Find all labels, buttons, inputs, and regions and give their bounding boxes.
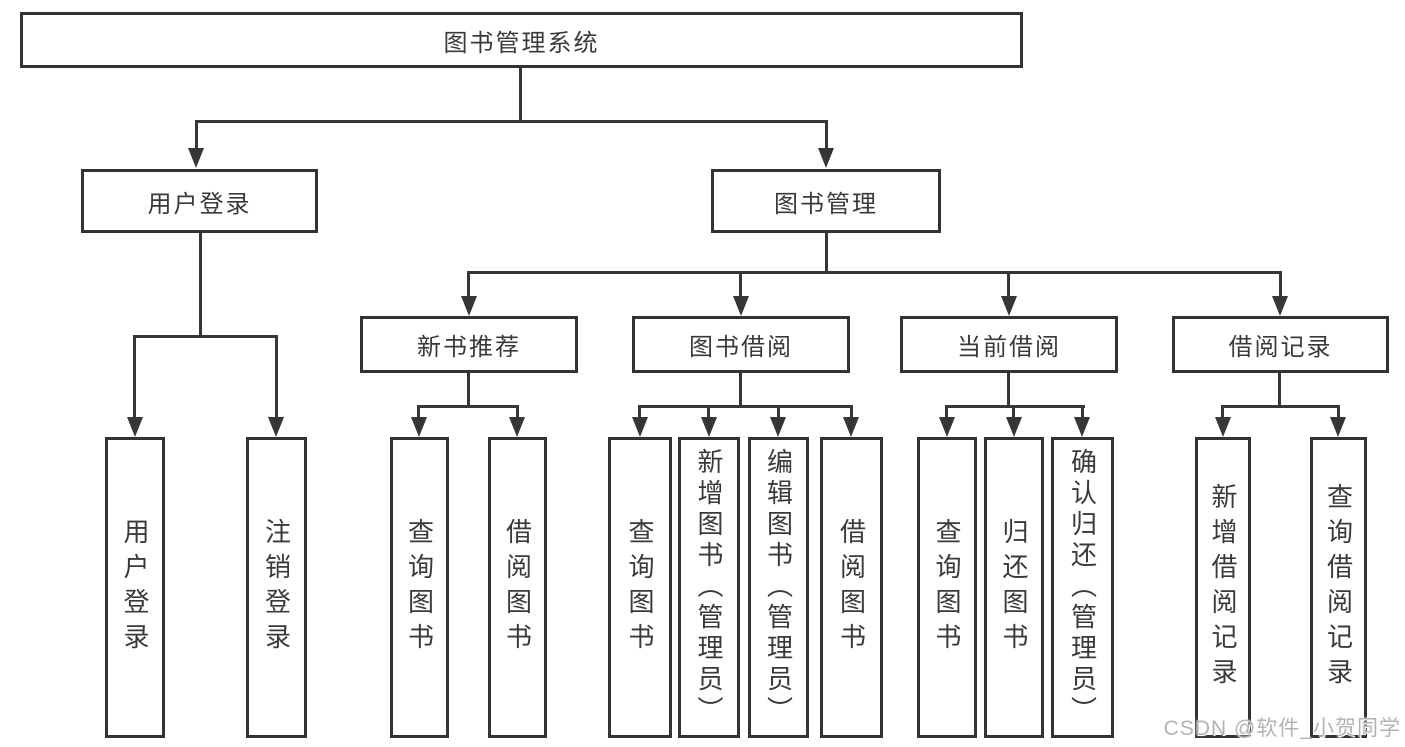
connector-arrowhead (939, 417, 955, 437)
node-return-books: 归还图书 (984, 437, 1044, 738)
node-label: 新增图书（管理员） (694, 448, 724, 727)
node-label: 图书借阅 (689, 334, 793, 361)
node-label: 当前借阅 (957, 334, 1061, 361)
node-label: 借阅记录 (1228, 334, 1333, 361)
connector-line (1012, 405, 1015, 419)
connector-arrowhead (188, 148, 204, 168)
connector-arrowhead (1006, 417, 1022, 437)
connector-line (739, 373, 742, 408)
connector-line (638, 405, 641, 419)
connector-line (850, 405, 853, 419)
connector-arrowhead (770, 417, 786, 437)
node-edit-books-admin: 编辑图书（管理员） (748, 437, 809, 738)
node-new-book-recommendation: 新书推荐 (360, 316, 578, 373)
connector-line (1081, 405, 1084, 419)
connector-line (417, 405, 519, 408)
connector-arrowhead (632, 417, 648, 437)
connector-line (638, 405, 853, 408)
connector-line (1007, 271, 1010, 298)
connector-arrowhead (1272, 296, 1288, 316)
connector-line (519, 68, 522, 123)
connector-arrowhead (127, 417, 143, 437)
connector-line (195, 120, 828, 123)
node-label: 用户登录 (147, 190, 252, 218)
connector-arrowhead (843, 417, 859, 437)
node-label: 查询图书 (932, 517, 962, 658)
connector-line (1221, 405, 1340, 408)
connector-line (467, 271, 470, 298)
node-book-borrowing: 图书借阅 (632, 316, 850, 373)
connector-arrowhead (701, 417, 717, 437)
node-label: 借阅图书 (836, 517, 867, 658)
watermark-text: CSDN @软件_小贺同学 (1163, 717, 1401, 740)
connector-line (1221, 405, 1224, 419)
node-label: 用户登录 (120, 517, 150, 658)
node-label: 图书管理 (774, 190, 878, 218)
node-library-management-system: 图书管理系统 (20, 12, 1023, 68)
connector-line (1279, 271, 1282, 298)
connector-line (275, 335, 278, 419)
connector-arrowhead (268, 417, 284, 437)
node-current-borrowing: 当前借阅 (900, 316, 1118, 373)
connector-line (825, 233, 828, 274)
node-borrow-books-borrowing: 借阅图书 (820, 437, 883, 738)
node-user-login: 用户登录 (105, 437, 165, 738)
node-label: 图书管理系统 (443, 29, 600, 57)
connector-arrowhead (1001, 296, 1017, 316)
connector-line (467, 271, 1282, 274)
connector-line (739, 271, 742, 298)
node-user-login-module: 用户登录 (81, 169, 318, 233)
connector-line (417, 405, 420, 419)
node-query-borrow-record: 查询借阅记录 (1310, 437, 1367, 738)
node-book-management: 图书管理 (711, 169, 941, 233)
connector-line (133, 335, 136, 419)
node-query-books-current: 查询图书 (917, 437, 977, 738)
node-label: 查询借阅记录 (1323, 482, 1354, 693)
node-label: 查询图书 (404, 517, 435, 658)
node-query-books-recommend: 查询图书 (390, 437, 449, 738)
connector-line (199, 233, 202, 338)
connector-line (945, 405, 948, 419)
node-add-borrow-record: 新增借阅记录 (1195, 437, 1251, 738)
node-label: 查询图书 (625, 517, 655, 658)
node-query-books-borrowing: 查询图书 (608, 437, 672, 738)
connector-line (777, 405, 780, 419)
connector-line (825, 120, 828, 150)
connector-line (467, 373, 470, 408)
node-label: 编辑图书（管理员） (763, 448, 794, 727)
connector-line (1007, 373, 1010, 408)
node-borrow-books-recommend: 借阅图书 (488, 437, 547, 738)
connector-arrowhead (411, 417, 427, 437)
connector-line (195, 120, 198, 150)
connector-arrowhead (1330, 417, 1346, 437)
connector-line (1337, 405, 1340, 419)
node-borrowing-records: 借阅记录 (1172, 316, 1389, 373)
connector-arrowhead (1215, 417, 1231, 437)
connector-arrowhead (461, 296, 477, 316)
connector-line (945, 405, 1085, 408)
node-label: 确认归还（管理员） (1067, 448, 1098, 727)
node-label: 注销登录 (261, 517, 292, 658)
connector-line (707, 405, 710, 419)
node-confirm-return-admin: 确认归还（管理员） (1051, 437, 1114, 738)
node-add-books-admin: 新增图书（管理员） (678, 437, 740, 738)
connector-arrowhead (818, 148, 834, 168)
connector-line (133, 335, 278, 338)
node-logout-login: 注销登录 (246, 437, 307, 738)
connector-line (516, 405, 519, 419)
connector-line (1278, 373, 1281, 408)
node-label: 新增借阅记录 (1208, 482, 1238, 693)
node-label: 新书推荐 (417, 334, 521, 361)
connector-arrowhead (733, 296, 749, 316)
node-label: 归还图书 (999, 517, 1029, 658)
connector-arrowhead (1074, 417, 1090, 437)
connector-arrowhead (509, 417, 525, 437)
node-label: 借阅图书 (502, 517, 533, 658)
